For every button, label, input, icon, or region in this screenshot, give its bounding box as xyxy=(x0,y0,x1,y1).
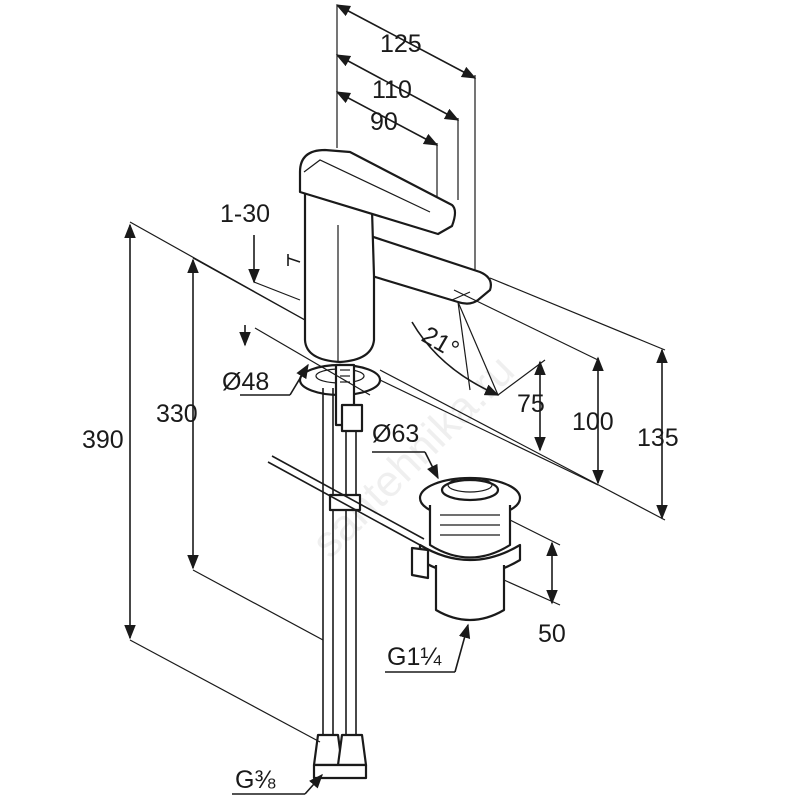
thread-g3-8-label: G⅜ xyxy=(235,766,275,794)
dim-390-label: 390 xyxy=(82,426,124,454)
dim-90-label: 90 xyxy=(370,108,398,136)
faucet-body xyxy=(267,148,492,780)
dim-48-label: Ø48 xyxy=(222,368,269,396)
dim-21-label: 21° xyxy=(417,321,464,364)
thread-g1-1-4-label: G1¼ xyxy=(387,643,442,671)
dim-50: 50 xyxy=(503,519,566,648)
dim-110-label: 110 xyxy=(372,76,412,104)
dim-diameter-48: Ø48 xyxy=(222,325,371,396)
thread-g3-8: G⅜ xyxy=(232,766,323,795)
right-dimensions: 75 100 135 xyxy=(379,277,679,521)
dim-125-label: 125 xyxy=(380,30,422,58)
top-dimensions: 125 110 90 xyxy=(335,4,477,270)
dim-135-label: 135 xyxy=(637,424,679,452)
left-dimensions: 390 330 xyxy=(82,221,324,743)
dim-50-label: 50 xyxy=(538,620,566,648)
thread-g1-1-4: G1¼ xyxy=(385,623,471,673)
dim-75-label: 75 xyxy=(517,390,545,418)
waste-drain xyxy=(410,476,522,621)
dim-100-label: 100 xyxy=(572,408,614,436)
dim-1-30: 1-30 xyxy=(220,200,301,301)
dim-63-label: Ø63 xyxy=(372,420,419,448)
dim-1-30-label: 1-30 xyxy=(220,200,270,228)
dim-diameter-63: Ø63 xyxy=(372,420,439,480)
dim-330-label: 330 xyxy=(156,400,198,428)
